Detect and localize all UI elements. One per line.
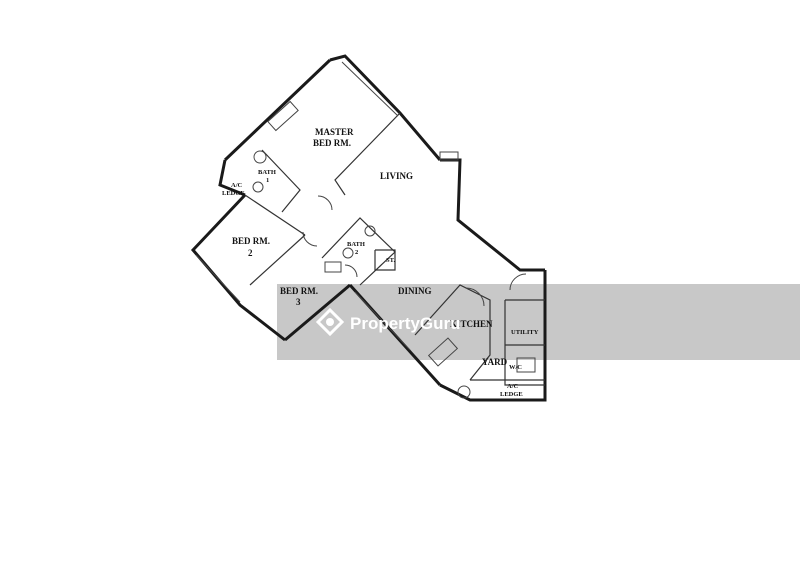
living-label: LIVING [380,171,413,181]
bath-2-number: 2 [355,249,358,256]
store-label: ST. [386,257,395,264]
propertyguru-watermark: PropertyGuru [315,307,461,337]
master-bed-label: MASTER [315,127,354,137]
propertyguru-logo-icon [315,307,345,337]
yard-label: YARD [482,357,508,367]
bath-2-label: BATH [347,241,365,248]
room-labels: MASTER BED RM. LIVING BATH 1 A/C LEDGE B… [222,127,539,398]
watermark-text: PropertyGuru [350,314,461,333]
inner-walls [244,112,545,386]
bed-2-label: BED RM. [232,236,270,246]
bed-2-number: 2 [248,248,253,258]
master-bed-label-2: BED RM. [313,138,351,148]
bed-3-number: 3 [296,297,301,307]
utility-label: UTILITY [511,329,539,336]
fixtures [252,100,536,399]
bath-1-label: BATH [258,169,276,176]
watermark-band [277,284,800,360]
door-swings [302,195,527,307]
ac-ledge-2-label: A/C [507,383,519,390]
kitchen-label: KITCHEN [450,319,493,329]
ac-ledge-2-label-2: LEDGE [500,391,523,398]
ac-ledge-1-label-2: LEDGE [222,190,245,197]
bed-3-label: BED RM. [280,286,318,296]
dining-label: DINING [398,286,432,296]
bath-1-number: 1 [266,177,269,184]
ac-ledge-1-label: A/C [231,182,243,189]
windows [195,61,411,351]
wc-label: W/C [509,364,522,371]
